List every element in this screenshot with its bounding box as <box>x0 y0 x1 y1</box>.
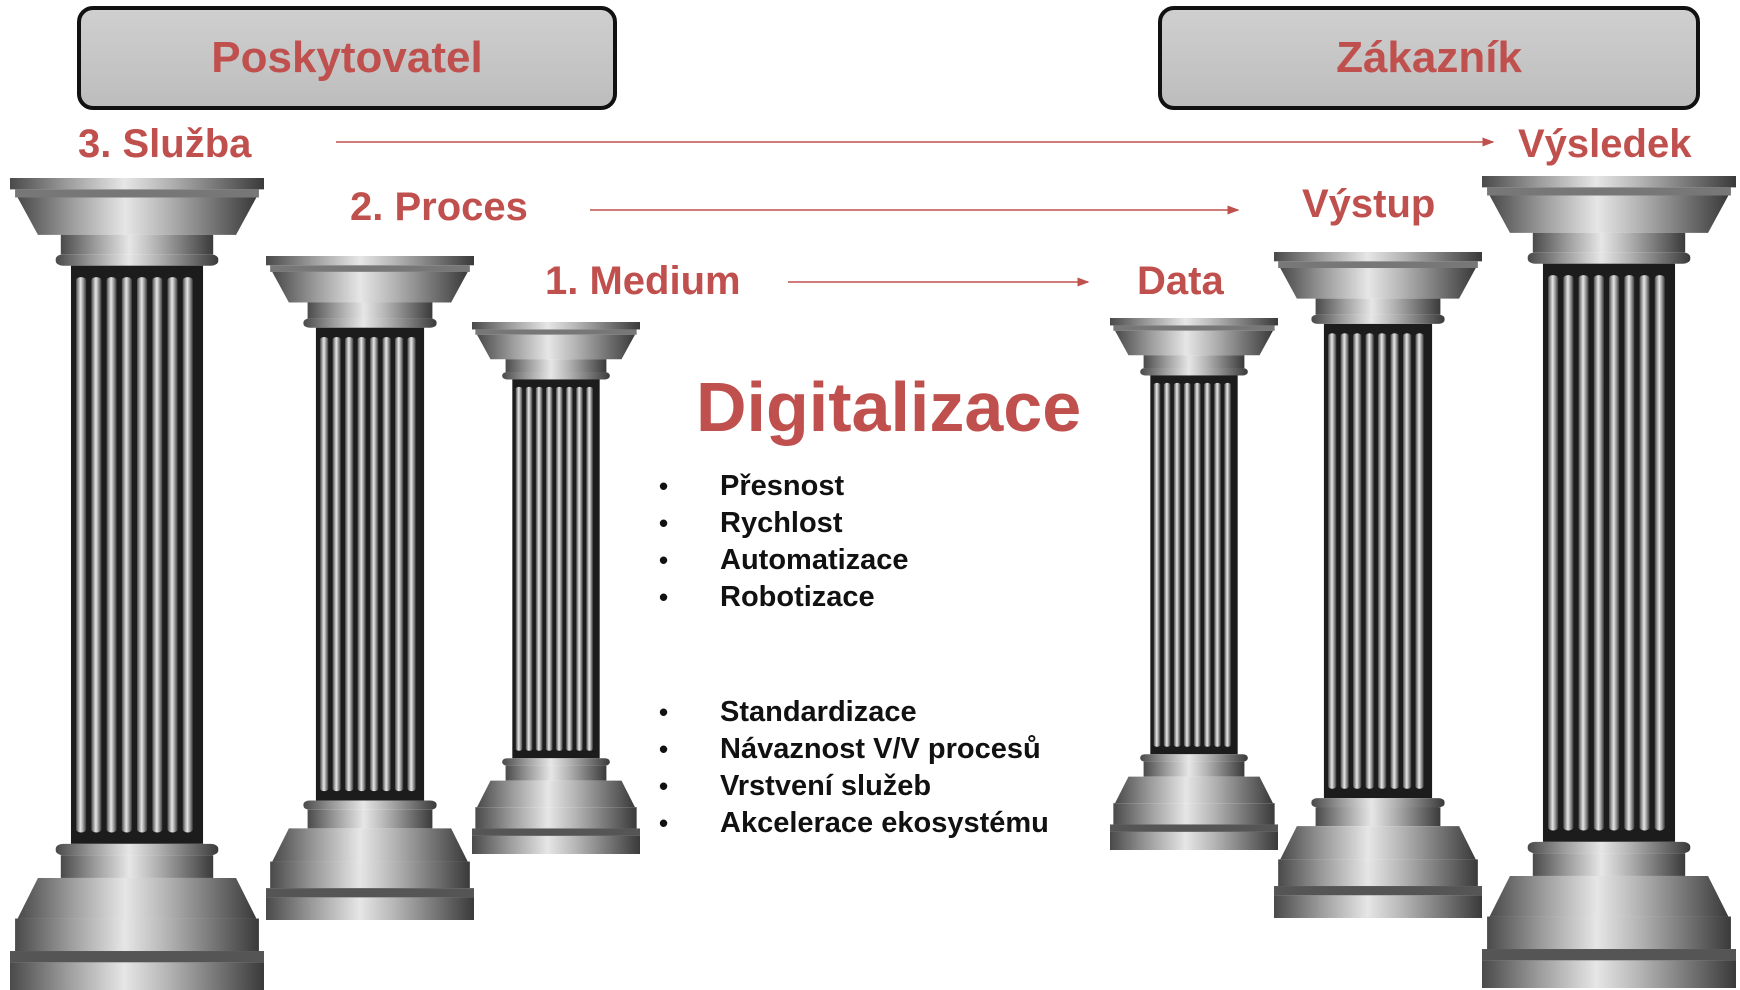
pillar-icon <box>1110 318 1278 850</box>
pillar-icon <box>10 178 264 990</box>
level-service-left: 3. Služba <box>78 122 252 166</box>
list-item: Přesnost <box>656 468 909 505</box>
level-service-right: Výsledek <box>1518 122 1692 166</box>
list-item: Návaznost V/V procesů <box>656 731 1049 768</box>
feature-list-1: Přesnost Rychlost Automatizace Robotizac… <box>656 468 909 616</box>
level-medium-left: 1. Medium <box>545 259 741 303</box>
level-medium-right: Data <box>1137 259 1224 303</box>
customer-box: Zákazník <box>1158 6 1700 110</box>
list-item: Robotizace <box>656 579 909 616</box>
pillar-icon <box>266 256 474 920</box>
pillar-icon <box>472 322 640 854</box>
list-item: Automatizace <box>656 542 909 579</box>
level-process-left: 2. Proces <box>350 185 528 229</box>
feature-list-2: Standardizace Návaznost V/V procesů Vrst… <box>656 694 1049 842</box>
level-process-right: Výstup <box>1302 182 1436 226</box>
pillar-icon <box>1482 176 1736 988</box>
list-item: Rychlost <box>656 505 909 542</box>
list-item: Vrstvení služeb <box>656 768 1049 805</box>
customer-label: Zákazník <box>1336 33 1522 82</box>
provider-label: Poskytovatel <box>211 33 483 82</box>
provider-box: Poskytovatel <box>77 6 617 110</box>
list-item: Akcelerace ekosystému <box>656 805 1049 842</box>
list-item: Standardizace <box>656 694 1049 731</box>
center-title: Digitalizace <box>696 368 1082 446</box>
pillar-icon <box>1274 252 1482 918</box>
